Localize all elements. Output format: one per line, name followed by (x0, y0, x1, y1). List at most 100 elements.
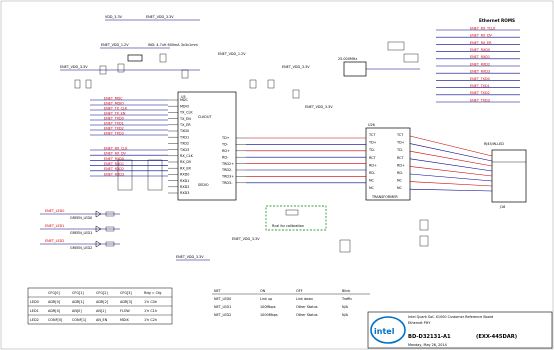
net-table-cell: Link up (260, 297, 272, 301)
phy-right-pin-label: TRD2- (221, 168, 233, 172)
phy-left-pin-label: RXD2 (180, 185, 189, 189)
sedio-pin: SEDIO (198, 183, 209, 187)
net-table-header: ON (260, 289, 266, 293)
phy-ic-refdes: U5 (181, 95, 186, 99)
clkout-pin: CLKOUT (198, 115, 212, 119)
rj45-refdes: J16 (499, 205, 505, 209)
phy-right-pin-label: TD- (221, 143, 229, 147)
right-net-label: ENET_RX_TCLK (470, 26, 496, 30)
net-table-cell: NET_LED1 (214, 305, 231, 309)
diff-wire-xfmr-rj45 (409, 166, 493, 177)
led-table-cell: CONF[0] (48, 318, 63, 322)
led-table-header: CFG[0] (48, 291, 60, 295)
inductor-symbol (127, 54, 143, 62)
phy-left-pin-label: RXD3 (180, 191, 189, 195)
right-net-label: ENET_RXD0 (470, 48, 490, 52)
led-table-cell: LED0 (30, 300, 39, 304)
left-net-label: ENET_RX_DV (104, 152, 127, 156)
led-table-header: CFG[1] (72, 291, 84, 295)
series-resistor-array (117, 159, 163, 191)
led-table-cell: 1'h C0h (144, 300, 157, 304)
led-net-label: ENET_LED2 (45, 239, 64, 243)
title-date: Monday, May 26, 2014 (408, 343, 447, 347)
diff-wire-xfmr-rj45 (409, 135, 493, 157)
phy-left-pin-label: RX_DV (180, 160, 192, 164)
phy-left-pin-label: RX_ER (180, 166, 192, 170)
led-table-cell: 1'h C1h (144, 309, 157, 313)
left-net-label: ENET_TXD0 (104, 116, 124, 120)
led-part-label: GREEN_LED0 (70, 216, 92, 220)
led-table-cell: AN[0] (72, 309, 82, 313)
phy-right-pins: TD+TD-RD+RD-TRD2+TRD2-TRD3+TRD3- (221, 136, 246, 185)
left-net-label: ENET_TXD2 (104, 126, 124, 130)
diff-wire-xfmr-rj45 (409, 188, 493, 192)
xfmr-left-pin: NC (369, 179, 375, 183)
led-table-cell: LED1 (30, 309, 39, 313)
led-table-header: CFG[2] (96, 291, 108, 295)
phy-left-pin-label: TXD2 (179, 142, 189, 146)
xfmr-right-pin: TCT (396, 133, 404, 137)
net-table-cell: Other Status (296, 313, 318, 317)
phy-left-pin-label: TX_CLK (179, 111, 193, 115)
led-diode-icon (95, 210, 102, 218)
transformer-part: TRANSFORMER (371, 195, 398, 199)
left-net-label: ENET_TXD1 (104, 121, 124, 125)
led-table-cell: MDIX (120, 318, 130, 322)
diff-wire-xfmr-rj45 (409, 173, 493, 182)
phy-left-pin-label: TXD1 (179, 135, 189, 139)
net-table-header: Blink (342, 289, 350, 293)
phy-left-pin-label: MDC (180, 98, 189, 102)
led-resistor (105, 226, 115, 232)
led-table-header: Rdg = Cfg (144, 291, 161, 295)
phy-left-pin-label: RXD1 (180, 179, 189, 183)
xfmr-right-pin: RD+ (397, 163, 405, 167)
net-table-cell: NET_LED0 (214, 297, 231, 301)
led-table-cell: ADR[3] (120, 300, 133, 304)
left-net-label: ENET_RXD0 (104, 157, 124, 161)
phy-right-pin-label: TRD2+ (221, 162, 234, 166)
crystal-label: 25.000MHz (338, 57, 357, 61)
led-resistor (105, 241, 115, 247)
phy-right-pin-label: TD+ (221, 136, 230, 140)
enet-vdd-1v2-label: ENET_VDD_1.2V (101, 43, 129, 47)
right-net-label: ENET_TXD1 (470, 84, 490, 88)
led-part-label: GREEN_LED1 (70, 231, 92, 235)
net-table-cell: Link down (296, 297, 313, 301)
led-net-label: ENET_LED0 (45, 209, 64, 213)
left-net-label: ENET_TX_EN (104, 111, 126, 115)
net-table-cell: 1000Mbps (260, 313, 278, 317)
phy-left-pin-label: TX_EN (179, 117, 191, 121)
left-net-label: ENET_RXD2 (104, 167, 124, 171)
led-section: ENET_LED0GREEN_LED0ENET_LED1GREEN_LED1EN… (40, 209, 120, 250)
led-diode-icon (95, 240, 102, 248)
inductor-label: IND: 4.7uH 600mA 3x3x1mm (148, 43, 198, 47)
left-net-label: ENET_RX_CLK (104, 146, 128, 150)
top-power-nets: VDD_3.3V ENET_VDD_3.3V ENET_VDD_1.2V IND… (60, 15, 333, 109)
led-table-cell: AN[1] (96, 309, 106, 313)
enet-vdd-3v3-bottom: ENET_VDD_3.3V (176, 255, 204, 259)
decoupling-caps-top (74, 53, 300, 99)
transformer-body (365, 127, 411, 201)
enet-vdd-3v3-top: ENET_VDD_3.3V (146, 15, 174, 19)
title-board: BD-D32131-A1 (408, 334, 451, 340)
net-table-cell: Other Status (296, 305, 318, 309)
led-table-cell: CONF[1] (72, 318, 87, 322)
left-net-label: ENET_TXD3 (104, 131, 124, 135)
led-table-cell: ADR[1] (72, 300, 85, 304)
xfmr-left-pin: TD+ (368, 141, 377, 145)
crystal-symbol (343, 61, 367, 77)
xfmr-left-pin: TCT (368, 133, 376, 137)
phy-left-pin-label: RXD0 (180, 173, 189, 177)
rj45-connector: RJ45/W-LED J16 (484, 142, 527, 209)
net-table-cell: 100Mbps (260, 305, 276, 309)
left-net-label: ENET_RXD1 (104, 162, 124, 166)
net-table-cell: N/A (342, 313, 349, 317)
xfmr-right-pin: TD+ (396, 141, 405, 145)
xfmr-left-pin: TD- (368, 148, 376, 152)
xfmr-right-pin: NC (397, 179, 403, 183)
left-net-label: ENET_MDC (104, 96, 123, 100)
bottom-right-caps (339, 219, 429, 253)
